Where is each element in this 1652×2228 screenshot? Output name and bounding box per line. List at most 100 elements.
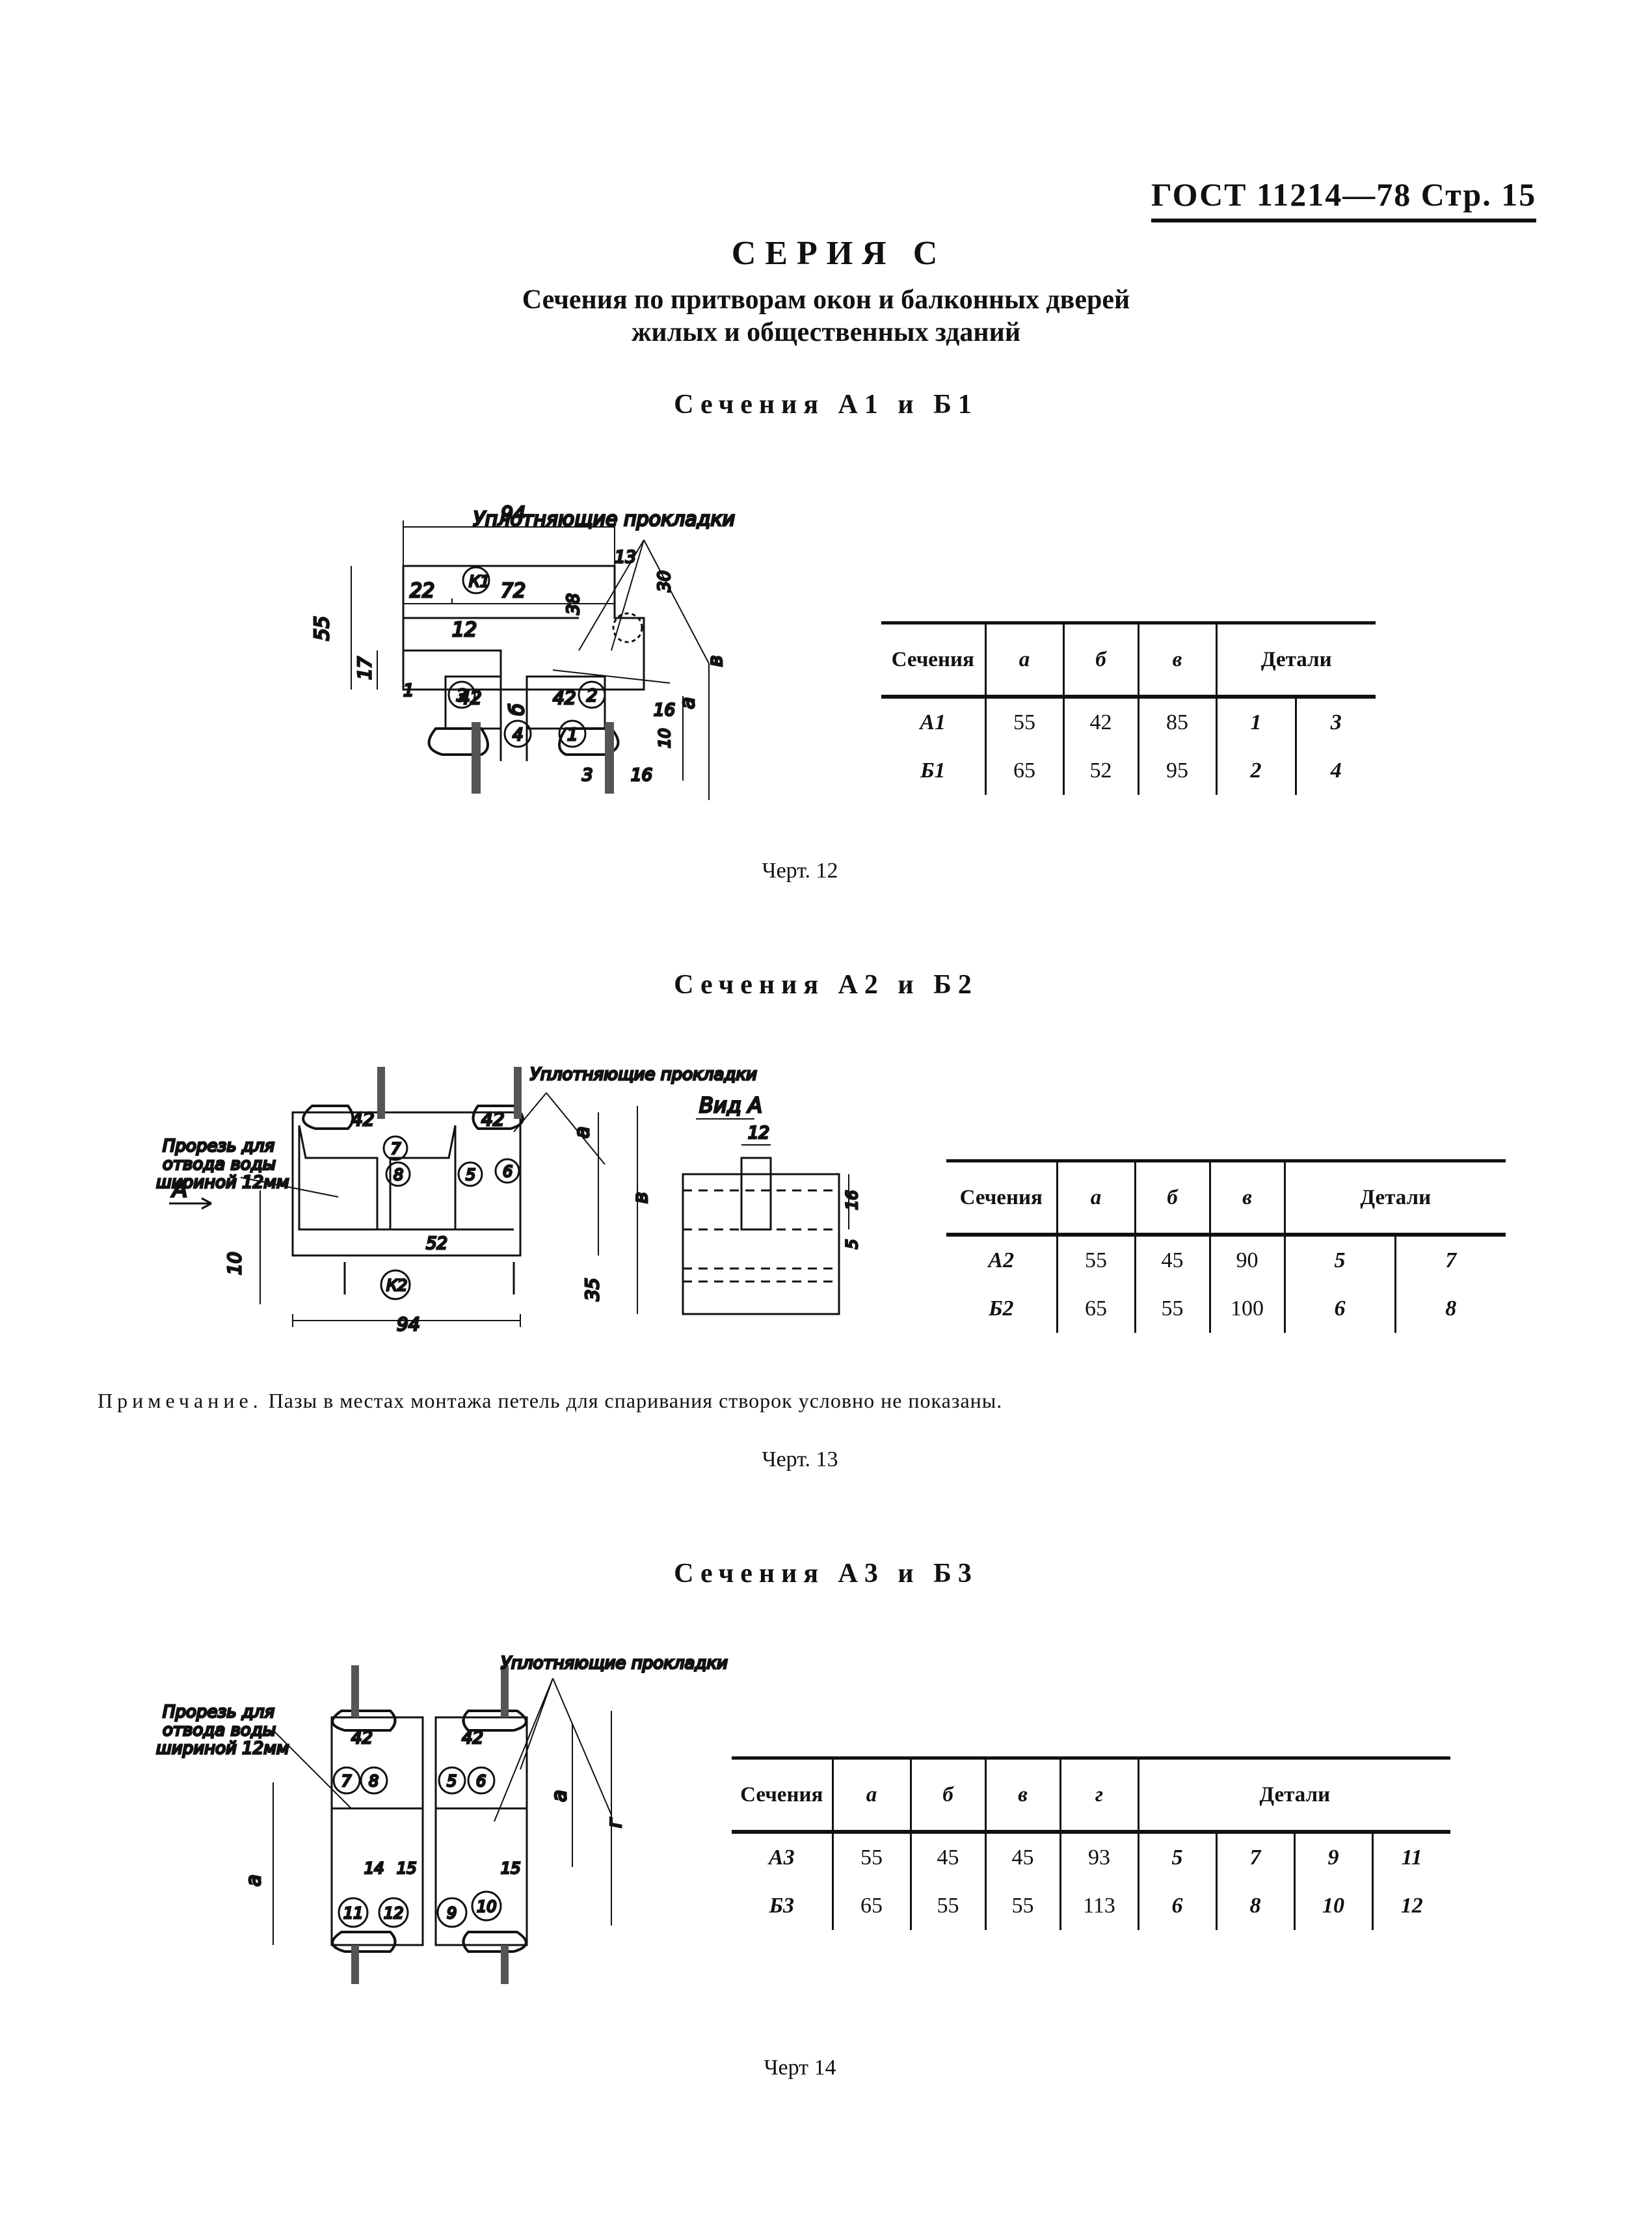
glass-bead-1-3 (351, 1665, 359, 1717)
table-cell: А3 (732, 1830, 833, 1882)
sash-gap-1 (500, 729, 528, 761)
part-10-marker-3 (471, 1890, 502, 1922)
th-details: Детали (1283, 1162, 1506, 1235)
dim-10: 10 (656, 728, 674, 748)
table-cell: 42 (1062, 695, 1138, 747)
section-3-table: Сечения а б в г Детали А3 55 45 45 93 5 … (732, 1760, 1450, 1930)
part-7-marker-3 (332, 1766, 361, 1795)
table-cell: 12 (1371, 1882, 1450, 1930)
leader-lines-2 (240, 1092, 606, 1198)
table-cell: 93 (1059, 1830, 1138, 1882)
dim-16-b: 16 (631, 766, 652, 785)
leader-lines-3 (273, 1678, 612, 1822)
part-9-marker-3 (436, 1897, 468, 1928)
seal-right-2 (472, 1105, 524, 1130)
part-1: 1 (567, 725, 578, 745)
part-8: 8 (393, 1166, 403, 1184)
page-header: ГОСТ 11214—78 Стр. 15 (1151, 176, 1537, 222)
part-12-3: 12 (384, 1904, 404, 1922)
sash-right-2 (389, 1125, 457, 1231)
dim-42-left: 42 (459, 687, 482, 708)
caption-chert-14: Черт 14 (764, 2056, 836, 2080)
dim-94-2: 94 (397, 1313, 420, 1335)
table-cell: 100 (1208, 1285, 1285, 1333)
seal-top-right-3 (462, 1710, 527, 1732)
part-11-3: 11 (343, 1904, 364, 1922)
dim-a-3-right: а (548, 1790, 571, 1802)
glass-bead-4-3 (501, 1945, 509, 1984)
part-12-marker-3 (378, 1897, 409, 1928)
section-1-drawing: 94 22 72 12 55 17 1 42 42 13 30 38 а б в… (310, 502, 736, 800)
part-8-marker (385, 1161, 411, 1187)
dim-15-a: 15 (397, 1859, 417, 1877)
seal-right-1 (558, 727, 620, 756)
th-a: а (984, 624, 1063, 697)
dim-3: 3 (582, 766, 593, 785)
table-cell: 113 (1059, 1882, 1138, 1930)
leader-lines-1 (578, 539, 710, 664)
arrow-a-head (201, 1197, 212, 1210)
table-cell: 55 (1056, 1233, 1135, 1285)
series-title: СЕРИЯ С (731, 235, 947, 272)
table-cell: Б1 (920, 758, 946, 783)
seal-left-2 (302, 1105, 354, 1130)
note-label: Примечание. (98, 1389, 263, 1412)
dim-line-vertical-1 (351, 566, 378, 690)
section-3-drawing: Уплотняющие прокладки Прорезь для отвода… (155, 1653, 728, 1984)
table-cell: 3 (1294, 695, 1376, 747)
glass-bead-right-1 (605, 722, 614, 794)
seal-bottom-left-3 (331, 1931, 397, 1953)
subtitle: Сечения по притворам окон и балконных дв… (0, 284, 1652, 349)
k1-marker (462, 566, 490, 595)
table-cell: 8 (1215, 1882, 1294, 1930)
subtitle-line-1: Сечения по притворам окон и балконных дв… (522, 285, 1130, 315)
seal-bottom-right-3 (462, 1931, 527, 1953)
dim-g-3: г (604, 1818, 626, 1828)
table-cell: 65 (831, 1882, 911, 1930)
th-b: б (1062, 624, 1138, 697)
table-cell: 45 (909, 1830, 985, 1882)
standard-number: ГОСТ 11214—78 (1151, 176, 1412, 213)
view-a-slot (740, 1157, 772, 1231)
k2-marker (380, 1269, 411, 1300)
seal-top-left-3 (331, 1710, 397, 1732)
leader-line-1b (552, 669, 671, 684)
table-cell: 4 (1294, 747, 1376, 795)
dim-1: 1 (403, 681, 414, 701)
th-b: б (909, 1760, 985, 1832)
dim-v-2: в (630, 1192, 652, 1203)
table-cell: 55 (1134, 1285, 1210, 1333)
part-5: 5 (466, 1166, 475, 1184)
table-cell: 90 (1208, 1233, 1285, 1285)
subtitle-line-2: жилых и общественных зданий (631, 317, 1021, 347)
th-v: в (1137, 624, 1216, 697)
section-3-title: Сечения А3 и Б3 (674, 1559, 978, 1589)
th-g: г (1059, 1760, 1138, 1832)
table-cell: 6 (1283, 1285, 1395, 1333)
view-a-dim-12: 12 (748, 1123, 769, 1143)
th-b: б (1134, 1162, 1210, 1235)
table-cell: 10 (1293, 1882, 1372, 1930)
part-7-3: 7 (341, 1772, 352, 1790)
dim-72: 72 (501, 580, 526, 602)
part-3-marker (447, 680, 476, 709)
dim-line-94-2 (292, 1314, 521, 1327)
table-cell: 8 (1394, 1285, 1506, 1333)
part-2: 2 (587, 686, 598, 706)
seal-left-1 (427, 727, 489, 756)
table-cell: 5 (1137, 1830, 1216, 1882)
th-a: а (831, 1760, 911, 1832)
view-a-hidden-lines (683, 1189, 839, 1283)
table-cell: 85 (1137, 695, 1216, 747)
page-number: Стр. 15 (1420, 176, 1537, 213)
table-cell: 55 (984, 1882, 1060, 1930)
dim-35: 35 (581, 1278, 603, 1301)
table-cell: А1 (881, 695, 985, 747)
table-cell: 5 (1283, 1233, 1395, 1285)
sash-left-3 (330, 1716, 424, 1946)
table-cell: 55 (984, 695, 1063, 747)
th-sections: Сечения (740, 1782, 823, 1806)
sash-left-2 (298, 1125, 379, 1231)
part-6-marker (494, 1158, 520, 1184)
dim-a-2: а (571, 1127, 594, 1138)
